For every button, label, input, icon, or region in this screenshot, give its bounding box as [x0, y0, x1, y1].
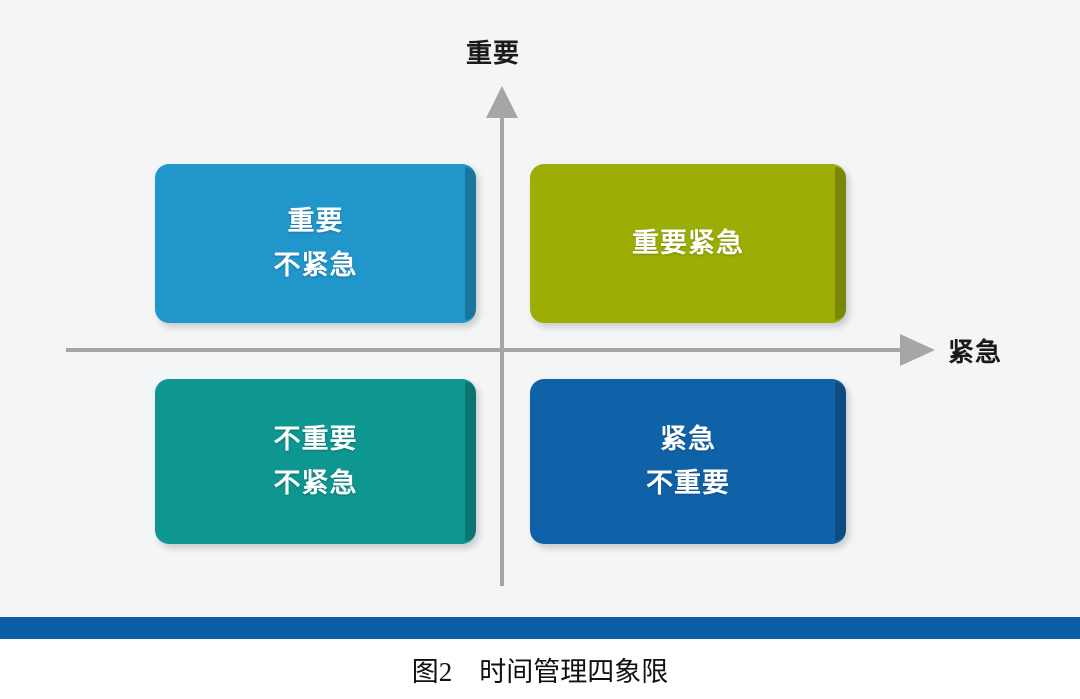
quadrant-label-line: 不重要 [273, 423, 358, 454]
x-axis-line [66, 348, 918, 352]
quadrant-not-important-not-urgent[interactable]: 不重要 不紧急 [155, 379, 476, 544]
quadrant-label-line: 不紧急 [273, 249, 358, 280]
quadrant-important-not-urgent[interactable]: 重要 不紧急 [155, 164, 476, 323]
y-axis-line [500, 100, 504, 586]
x-axis-label: 紧急 [948, 337, 1003, 367]
arrow-right-icon [900, 334, 935, 366]
quadrant-important-urgent[interactable]: 重要紧急 [530, 164, 846, 323]
quadrant-label-line: 重要紧急 [632, 227, 744, 258]
matrix-canvas: 重要 紧急 重要 不紧急 重要紧急 不重要 不紧急 紧急 不重要 [0, 0, 1080, 617]
quadrant-label-line: 不重要 [646, 467, 730, 498]
arrow-up-icon [486, 86, 518, 118]
figure-caption: 图2 时间管理四象限 [411, 657, 669, 687]
bottom-divider-rule [0, 617, 1080, 639]
quadrant-label-line: 不紧急 [273, 467, 358, 498]
quadrant-label-line: 紧急 [660, 423, 716, 454]
quadrant-urgent-not-important[interactable]: 紧急 不重要 [530, 379, 846, 544]
quadrant-label-line: 重要 [287, 205, 344, 236]
y-axis-label: 重要 [466, 38, 521, 68]
